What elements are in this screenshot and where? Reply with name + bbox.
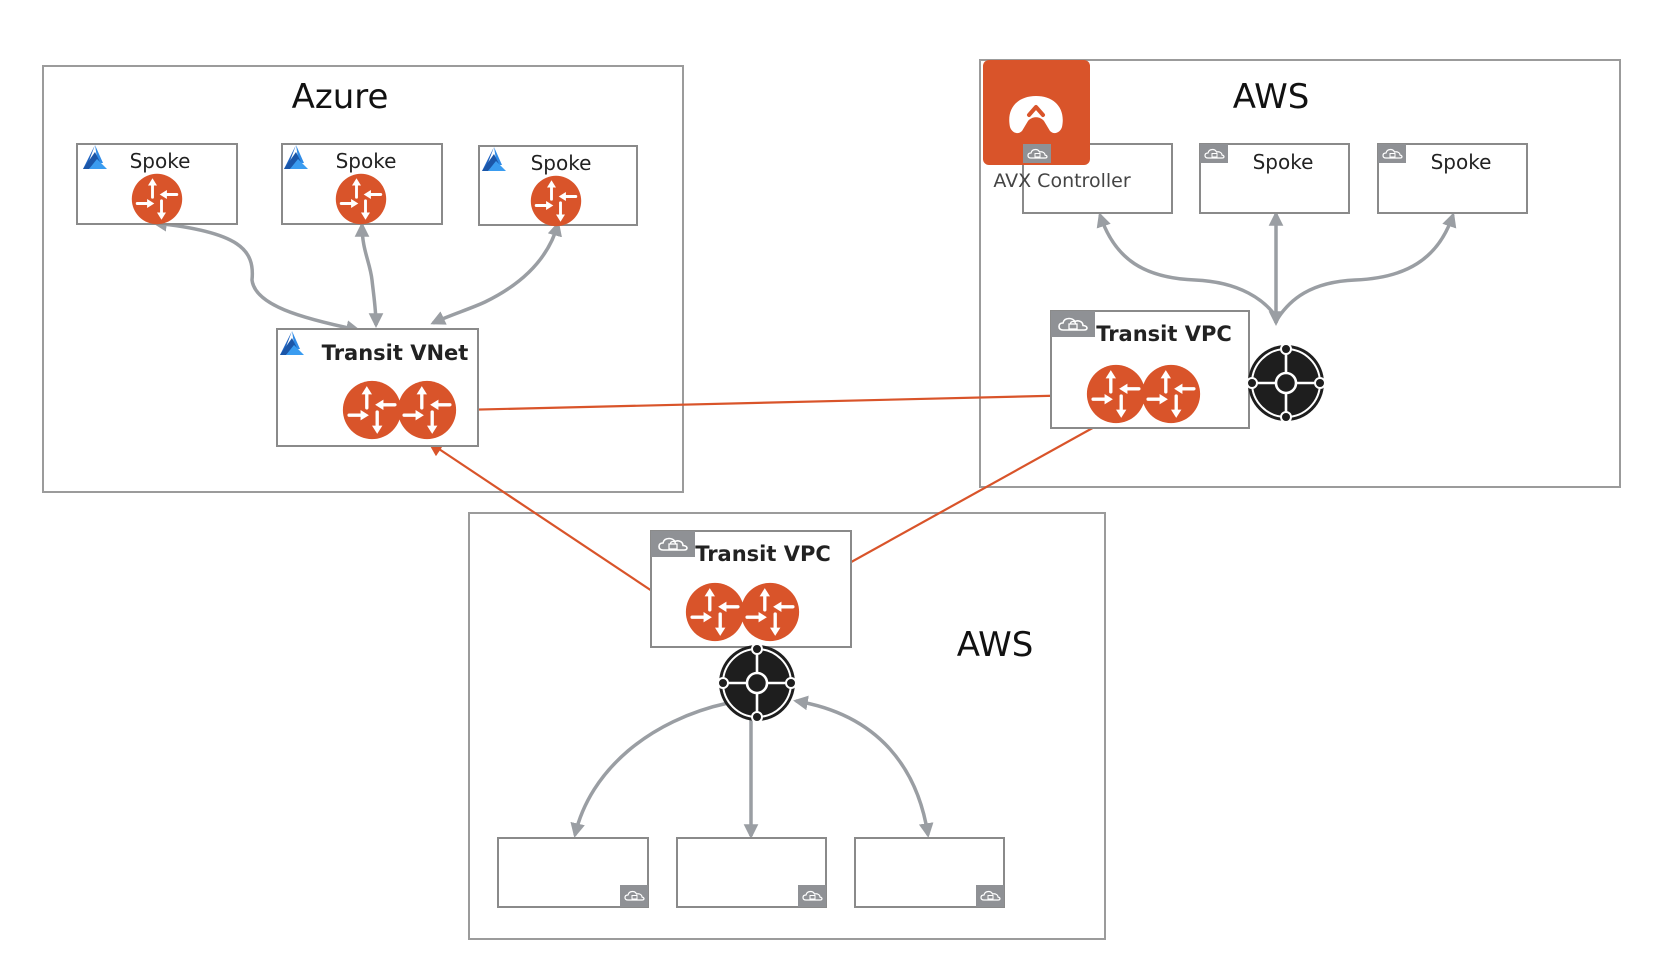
aws-top-spoke-2-label: Spoke (1431, 150, 1492, 174)
link-azure-spoke-1 (152, 216, 361, 335)
aws-bottom-spoke-2 (676, 837, 827, 908)
link-aws-top-controller (1096, 212, 1279, 319)
aws-top-controller-label: AVX Controller (993, 170, 1130, 192)
link-azure-spoke-2 (354, 222, 384, 328)
azure-spoke-3: Spoke (478, 145, 638, 228)
router-icon (334, 172, 388, 226)
link-aws-bottom-spoke-1 (570, 701, 729, 838)
router-icon (684, 581, 746, 643)
aws-top-transit-vpc-label: Transit VPC (1096, 322, 1232, 346)
link-vnet-to-vpc-top (456, 387, 1089, 418)
azure-transit-vnet: Transit VNet (276, 328, 479, 447)
link-azure-spoke-3 (430, 221, 562, 325)
router-icon (739, 581, 801, 643)
link-vnet-to-vpc-bottom (427, 441, 688, 615)
cloud-lock-icon (619, 884, 649, 908)
aws-top-spoke-2: Spoke (1377, 143, 1528, 214)
aws-bottom-spoke-links (570, 695, 934, 839)
aws-top-controller: AVX Controller (983, 60, 1173, 214)
cloud-lock-icon (1199, 143, 1229, 164)
aws-bottom-spoke-1 (497, 837, 649, 908)
aws-bottom-transit-vpc-label: Transit VPC (695, 542, 831, 566)
cloud-lock-icon (975, 884, 1005, 908)
azure-spoke-links (152, 216, 562, 335)
router-icon (341, 379, 403, 441)
azure-spoke-1: Spoke (76, 143, 238, 226)
link-aws-top-spoke-2 (1276, 212, 1457, 319)
link-aws-bottom-spoke-3 (793, 695, 934, 838)
aws-bottom-transit-vpc: Transit VPC (650, 530, 852, 648)
region-title-aws-top: AWS (1233, 77, 1310, 117)
cloud-lock-icon (1377, 143, 1407, 164)
azure-transit-vnet-label: Transit VNet (322, 341, 469, 365)
router-icon (1140, 363, 1202, 425)
aws-top-spoke-1-label: Spoke (1253, 150, 1314, 174)
router-icon (1085, 363, 1147, 425)
cloud-lock-icon (1022, 143, 1052, 164)
azure-spoke-2-label: Spoke (336, 149, 397, 173)
aws-bottom-spoke-3 (854, 837, 1005, 908)
azure-spoke-2: Spoke (281, 143, 443, 226)
cloud-lock-icon (1050, 310, 1096, 338)
aws-top-spoke-links (1096, 211, 1457, 326)
cloud-lock-icon (797, 884, 827, 908)
router-icon (396, 379, 458, 441)
aws-top-spoke-1: Spoke (1199, 143, 1350, 214)
region-title-aws-bottom: AWS (957, 625, 1034, 665)
azure-spoke-3-label: Spoke (531, 151, 592, 175)
region-title-azure: Azure (292, 77, 389, 117)
router-icon (529, 174, 583, 228)
cloud-lock-icon (650, 530, 696, 558)
router-icon (130, 172, 184, 226)
aws-top-transit-vpc: Transit VPC (1050, 310, 1250, 429)
azure-spoke-1-label: Spoke (130, 149, 191, 173)
